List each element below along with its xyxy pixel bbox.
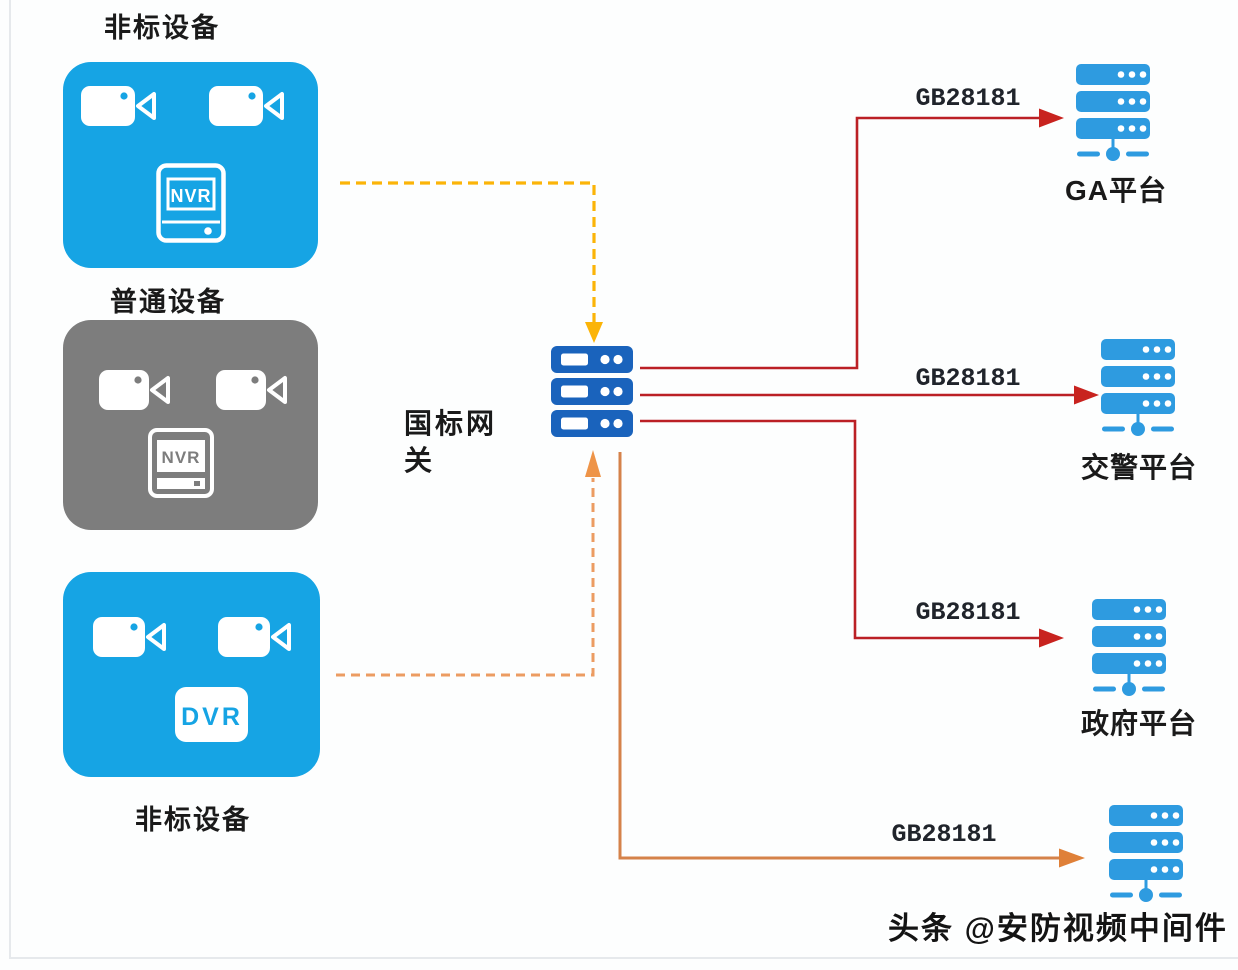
arrow-gateway-to-jiaojing-head-icon (1074, 385, 1099, 405)
device-group-1-label: 非标设备 (104, 13, 220, 43)
platform-server-icon-ga (1076, 64, 1150, 161)
link-bottom-devices-arrowhead-icon (585, 450, 601, 477)
platform-label-ga: GA平台 (1064, 175, 1167, 206)
platform-server-icon-zhengfu (1092, 599, 1166, 696)
gateway-server-icon (551, 346, 633, 437)
camera-icon (209, 86, 284, 126)
arrow-gateway-to-bottom-platform-head-icon (1059, 848, 1085, 868)
arrow-gateway-to-zhengfu (640, 419, 1040, 640)
link-top-devices-to-gateway (340, 181, 596, 324)
protocol-label-zhengfu: GB28181 (915, 598, 1021, 627)
protocol-label-jiaojing: GB28181 (915, 364, 1021, 393)
arrow-gateway-to-ga-head-icon (1039, 108, 1064, 128)
nvr-icon-label: NVR (170, 186, 211, 206)
arrow-gateway-to-zhengfu-head-icon (1039, 628, 1064, 648)
link-bottom-devices-to-gateway (336, 478, 595, 677)
protocol-label-bottom: GB28181 (891, 820, 997, 849)
platform-label-jiaojing: 交警平台 (1080, 452, 1197, 483)
camera-icon (216, 370, 287, 410)
link-top-devices-arrowhead-icon (585, 322, 603, 343)
nvr-icon: NVR (156, 163, 226, 243)
device-group-2-label: 普通设备 (110, 287, 226, 317)
device-group-1-box: NVR (63, 62, 318, 268)
camera-icon (218, 617, 291, 657)
arrow-gateway-to-ga (640, 116, 1040, 370)
nvr-icon: NVR (148, 428, 214, 498)
device-group-3-label: 非标设备 (135, 805, 251, 835)
camera-icon (99, 370, 170, 410)
bottom-frame-line (9, 957, 1238, 959)
gateway-label: 国标网关 (404, 408, 498, 476)
nvr-icon-label: NVR (162, 448, 201, 467)
camera-icon (81, 86, 156, 126)
platform-server-icon-bottom (1109, 805, 1183, 902)
platform-label-zhengfu: 政府平台 (1080, 708, 1197, 739)
left-frame-line (9, 0, 11, 958)
camera-icon (93, 617, 166, 657)
arrow-gateway-to-bottom-platform (618, 452, 1060, 860)
protocol-label-ga: GB28181 (915, 84, 1021, 113)
dvr-icon: DVR (175, 687, 248, 742)
platform-server-icon-jiaojing (1101, 339, 1175, 436)
device-group-2-box: NVR (63, 320, 318, 530)
device-group-3-box: DVR (63, 572, 320, 777)
watermark-text: 头条 @安防视频中间件 (888, 911, 1228, 946)
dvr-icon-label: DVR (181, 703, 243, 731)
